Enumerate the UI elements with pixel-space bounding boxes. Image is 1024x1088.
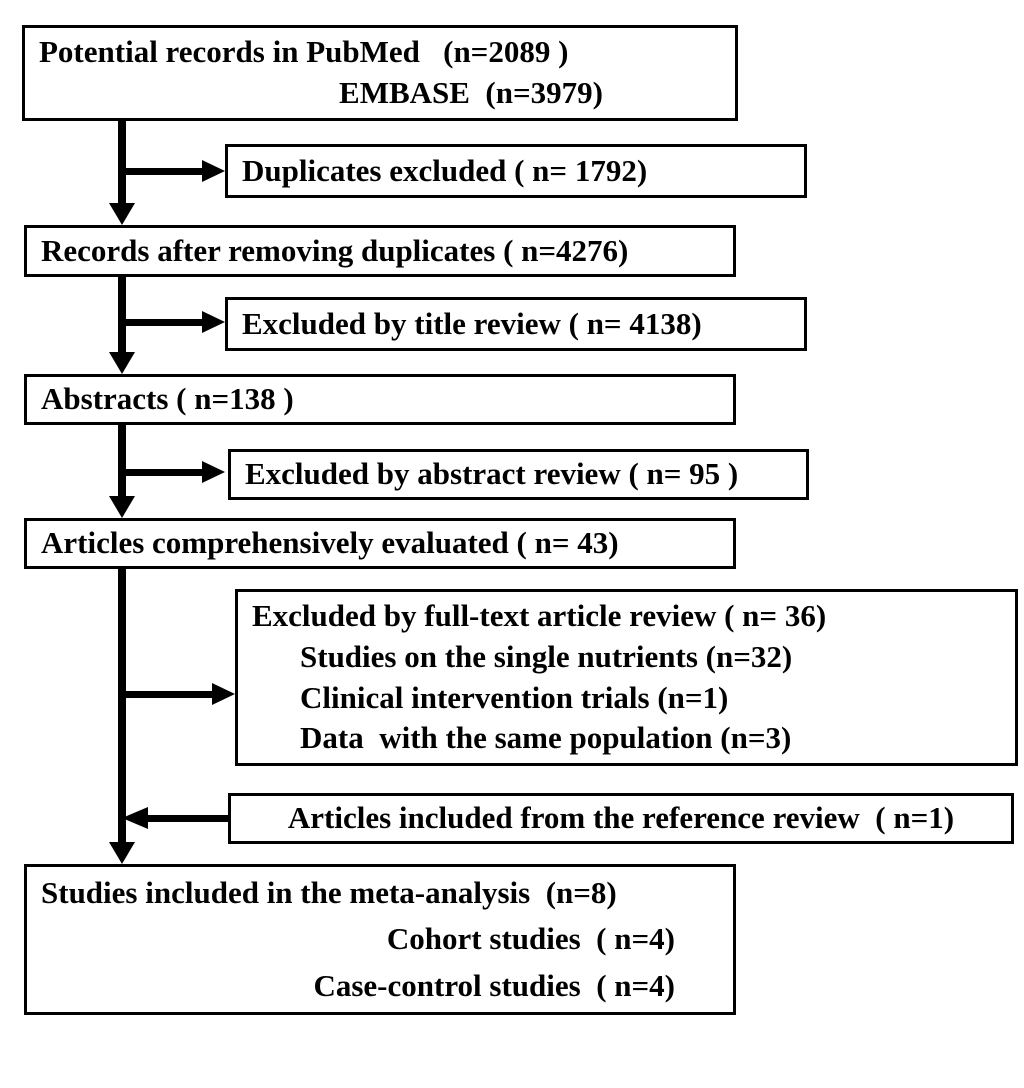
branch-line-abstract-review xyxy=(118,469,202,476)
branch-line-duplicates xyxy=(118,168,202,175)
branch-line-fulltext-review xyxy=(118,691,212,698)
box-excluded-by-abstract-review-line: Excluded by abstract review ( n= 95 ) xyxy=(245,456,739,492)
box-potential-records: Potential records in PubMed (n=2089 ) EM… xyxy=(22,25,738,121)
box-studies-included-meta-analysis: Studies included in the meta-analysis (n… xyxy=(24,864,736,1015)
box-articles-comprehensively-evaluated: Articles comprehensively evaluated ( n= … xyxy=(24,518,736,569)
box-potential-records-line-1: Potential records in PubMed (n=2089 ) xyxy=(39,34,569,70)
arrowhead-right-abstract-review-icon xyxy=(202,461,225,483)
flow-line-vertical-3 xyxy=(118,425,126,498)
box-records-after-removing-duplicates: Records after removing duplicates ( n=42… xyxy=(24,225,736,277)
flow-line-vertical-1 xyxy=(118,121,126,205)
box-potential-records-line-2: EMBASE (n=3979) xyxy=(339,75,603,110)
box-studies-included-line-1: Studies included in the meta-analysis (n… xyxy=(41,874,617,910)
arrowhead-right-title-review-icon xyxy=(202,311,225,333)
box-excluded-by-title-review: Excluded by title review ( n= 4138) xyxy=(225,297,807,351)
box-studies-included-line-2: Cohort studies ( n=4) xyxy=(386,921,675,957)
box-articles-comprehensively-evaluated-line: Articles comprehensively evaluated ( n= … xyxy=(41,525,619,561)
box-abstracts-line: Abstracts ( n=138 ) xyxy=(41,381,294,417)
flow-line-vertical-2 xyxy=(118,277,126,354)
box-duplicates-excluded-line: Duplicates excluded ( n= 1792) xyxy=(242,152,648,188)
branch-line-title-review xyxy=(118,319,202,326)
box-studies-included-line-3: Case-control studies ( n=4) xyxy=(313,967,675,1003)
box-excluded-by-fulltext-review-line-1: Excluded by full-text article review ( n… xyxy=(252,597,827,633)
arrowhead-right-fulltext-review-icon xyxy=(212,683,235,705)
arrowhead-down-2-icon xyxy=(109,352,135,374)
box-abstracts: Abstracts ( n=138 ) xyxy=(24,374,736,425)
box-excluded-by-fulltext-review-line-4: Data with the same population (n=3) xyxy=(300,720,792,756)
box-excluded-by-title-review-line: Excluded by title review ( n= 4138) xyxy=(242,305,702,341)
box-duplicates-excluded: Duplicates excluded ( n= 1792) xyxy=(225,144,807,198)
box-articles-from-reference-review: Articles included from the reference rev… xyxy=(228,793,1014,844)
box-records-after-removing-duplicates-line: Records after removing duplicates ( n=42… xyxy=(41,232,629,268)
arrowhead-right-duplicates-icon xyxy=(202,160,225,182)
arrowhead-left-reference-review-icon xyxy=(122,807,148,829)
box-articles-from-reference-review-line: Articles included from the reference rev… xyxy=(287,800,955,836)
box-excluded-by-fulltext-review: Excluded by full-text article review ( n… xyxy=(235,589,1018,766)
arrowhead-down-4-icon xyxy=(109,842,135,864)
flow-line-vertical-4 xyxy=(118,569,126,844)
arrowhead-down-3-icon xyxy=(109,496,135,518)
branch-line-reference-review xyxy=(148,815,228,822)
box-excluded-by-fulltext-review-line-3: Clinical intervention trials (n=1) xyxy=(300,679,729,715)
box-excluded-by-fulltext-review-line-2: Studies on the single nutrients (n=32) xyxy=(300,638,793,674)
arrowhead-down-1-icon xyxy=(109,203,135,225)
box-excluded-by-abstract-review: Excluded by abstract review ( n= 95 ) xyxy=(228,449,809,500)
